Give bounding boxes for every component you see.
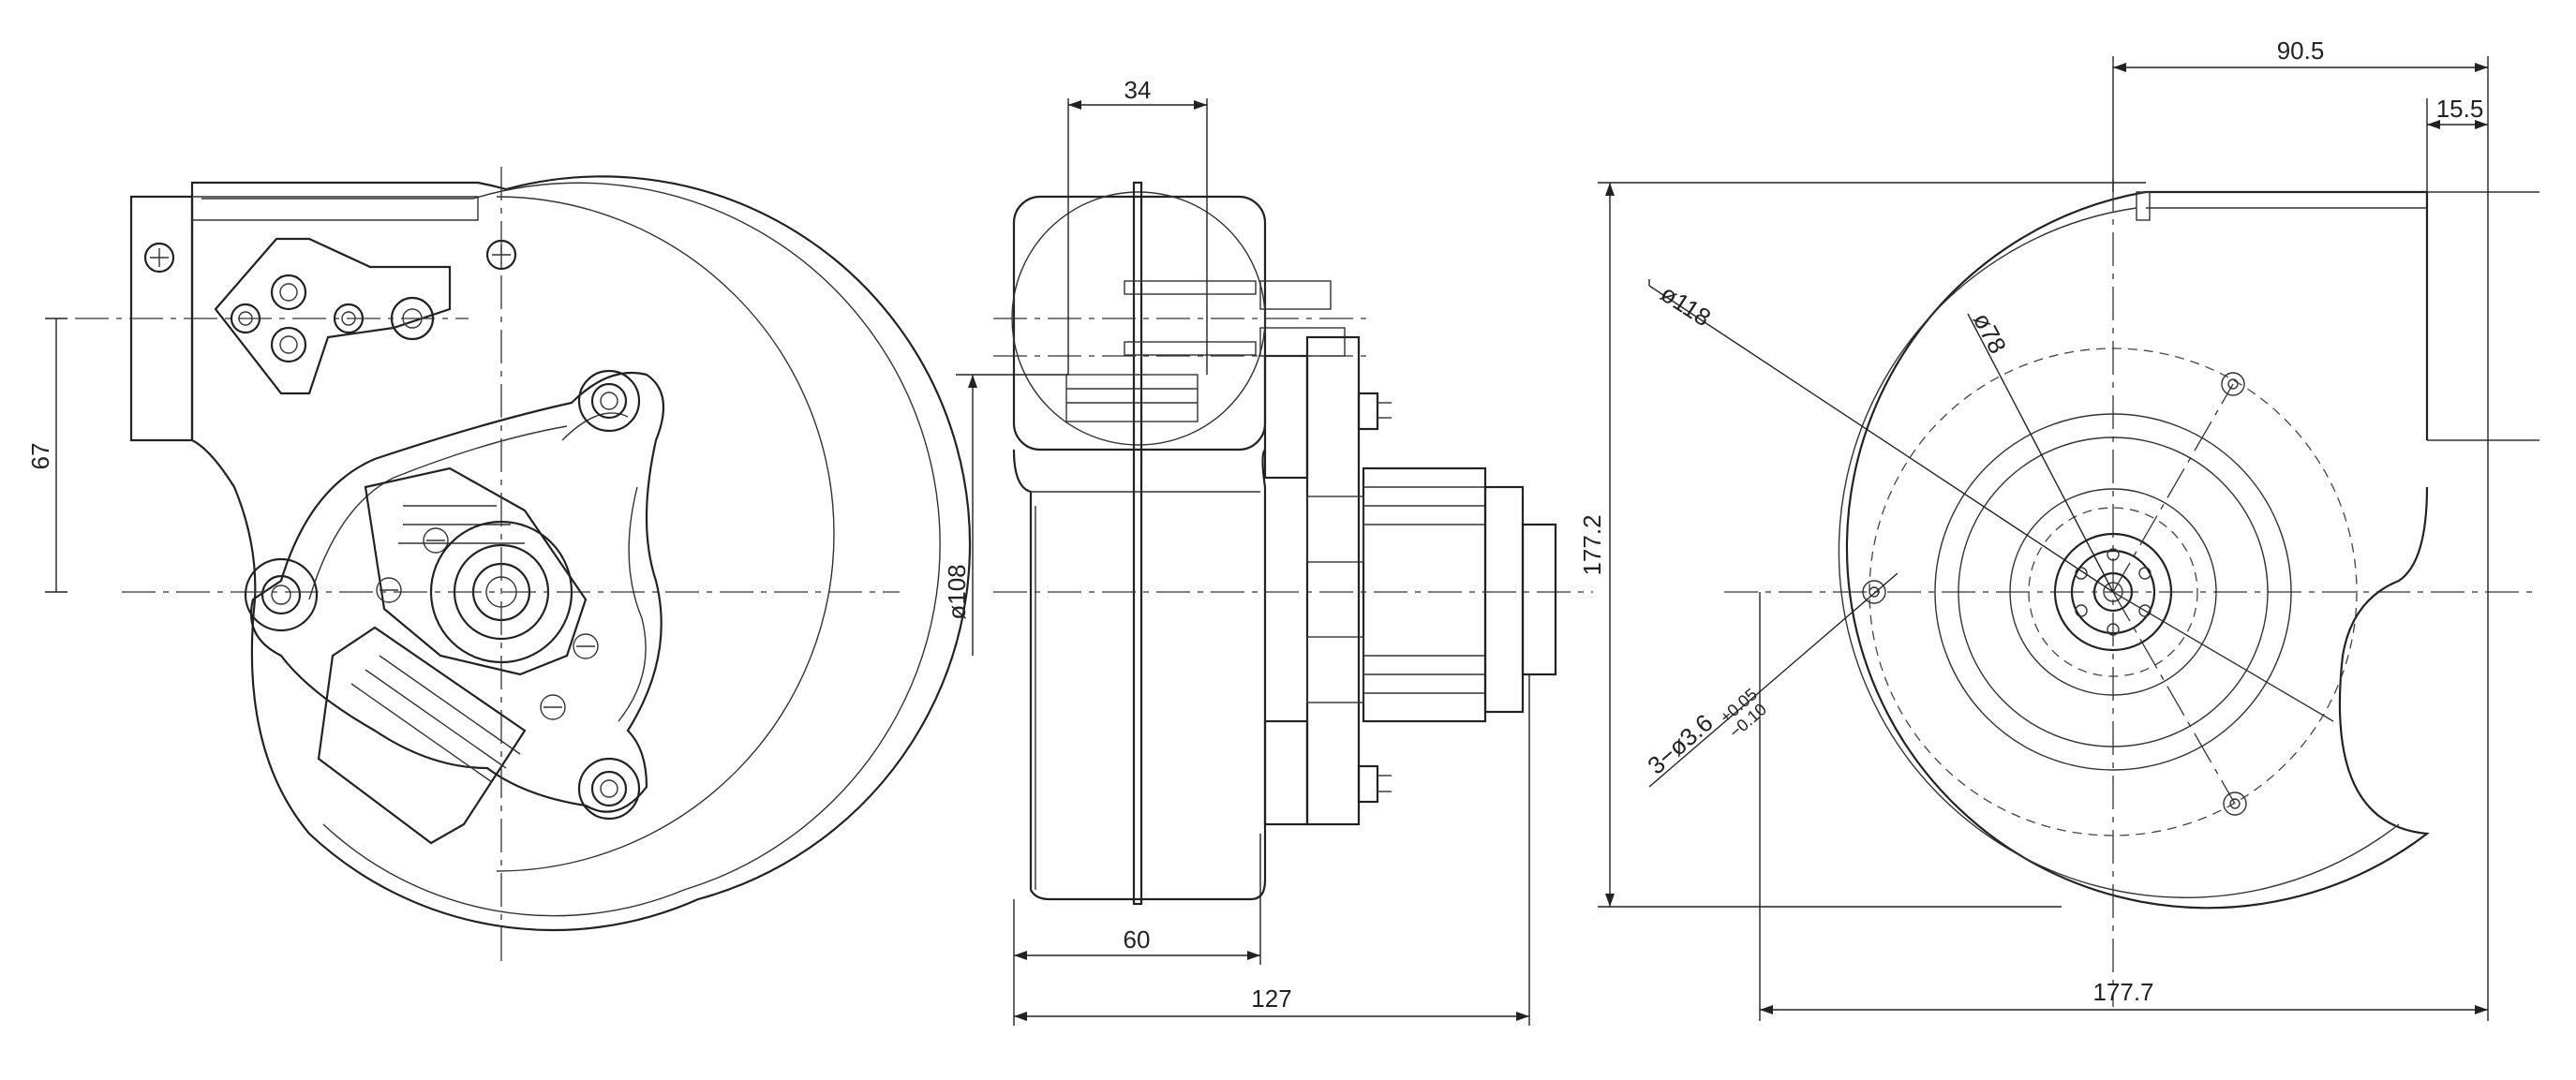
- dim-67: 67: [26, 443, 54, 470]
- dim-holes: 3−ø3.6: [1642, 708, 1718, 779]
- dim-90-5: 90.5: [2277, 37, 2325, 65]
- dim-60: 60: [1124, 925, 1151, 954]
- view-side: 34 ø108 60 127: [943, 76, 1593, 1026]
- dim-d78: ø78: [1968, 308, 2013, 359]
- dim-15-5: 15.5: [2436, 95, 2484, 123]
- dim-177-2: 177.2: [1578, 514, 1606, 575]
- dim-127: 127: [1251, 984, 1291, 1013]
- dim-177-7: 177.7: [2092, 978, 2153, 1006]
- dim-d108: ø108: [943, 564, 971, 619]
- view-inlet-side: ø118 ø78 3−ø3.6 +0.05 −0.10 90.5 15.5 17…: [1578, 37, 2539, 1021]
- dim-34: 34: [1124, 76, 1152, 104]
- view-motor-side: 67: [26, 167, 972, 965]
